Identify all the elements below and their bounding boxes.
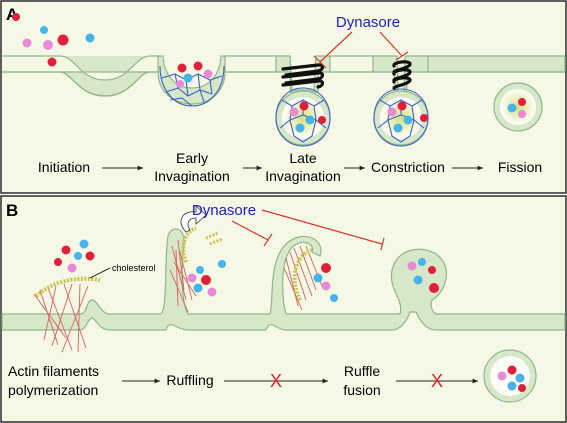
extraction-arrow-icon [180, 205, 207, 233]
cholesterol [34, 226, 313, 301]
inhibition-lines-a [313, 31, 409, 69]
blocked-mark-1: X [270, 371, 282, 391]
dynasore-label-a: Dynasore [336, 14, 400, 31]
step-early-2: Invagination [154, 168, 230, 184]
fission-lumen [500, 89, 536, 125]
membrane-a-bottom-line [2, 71, 565, 97]
dynamin-rings-late [281, 63, 325, 89]
inhibition-lines-b [231, 209, 385, 251]
cargo-a [12, 13, 526, 133]
cholesterol-pointer [89, 267, 111, 279]
cargo-b [54, 239, 526, 392]
step-constriction: Constriction [371, 159, 445, 175]
dynasore-label-b: Dynasore [192, 202, 256, 219]
step-ruffling: Ruffling [166, 372, 213, 388]
step-early-1: Early [176, 150, 208, 166]
panel-b-letter: B [6, 201, 18, 220]
step-fission: Fission [498, 159, 542, 175]
cholesterol-small-chains [205, 231, 223, 246]
step-late-2: Invagination [265, 168, 341, 184]
step-ruffle-fusion-2: fusion [343, 382, 380, 398]
step-actin-1: Actin filaments [8, 363, 99, 379]
step-initiation: Initiation [38, 159, 90, 175]
step-ruffle-fusion-1: Ruffle [344, 363, 381, 379]
step-late-1: Late [289, 150, 316, 166]
actin-filaments [33, 239, 323, 353]
panel-b: B cholesterol [0, 195, 567, 423]
membrane-b [1, 228, 566, 331]
panel-a: A Dynasore [0, 0, 567, 194]
blocked-mark-2: X [431, 371, 443, 391]
cholesterol-label: cholesterol [112, 263, 156, 273]
step-actin-2: polymerization [8, 382, 98, 398]
dynamin-rings-constriction [392, 60, 412, 90]
